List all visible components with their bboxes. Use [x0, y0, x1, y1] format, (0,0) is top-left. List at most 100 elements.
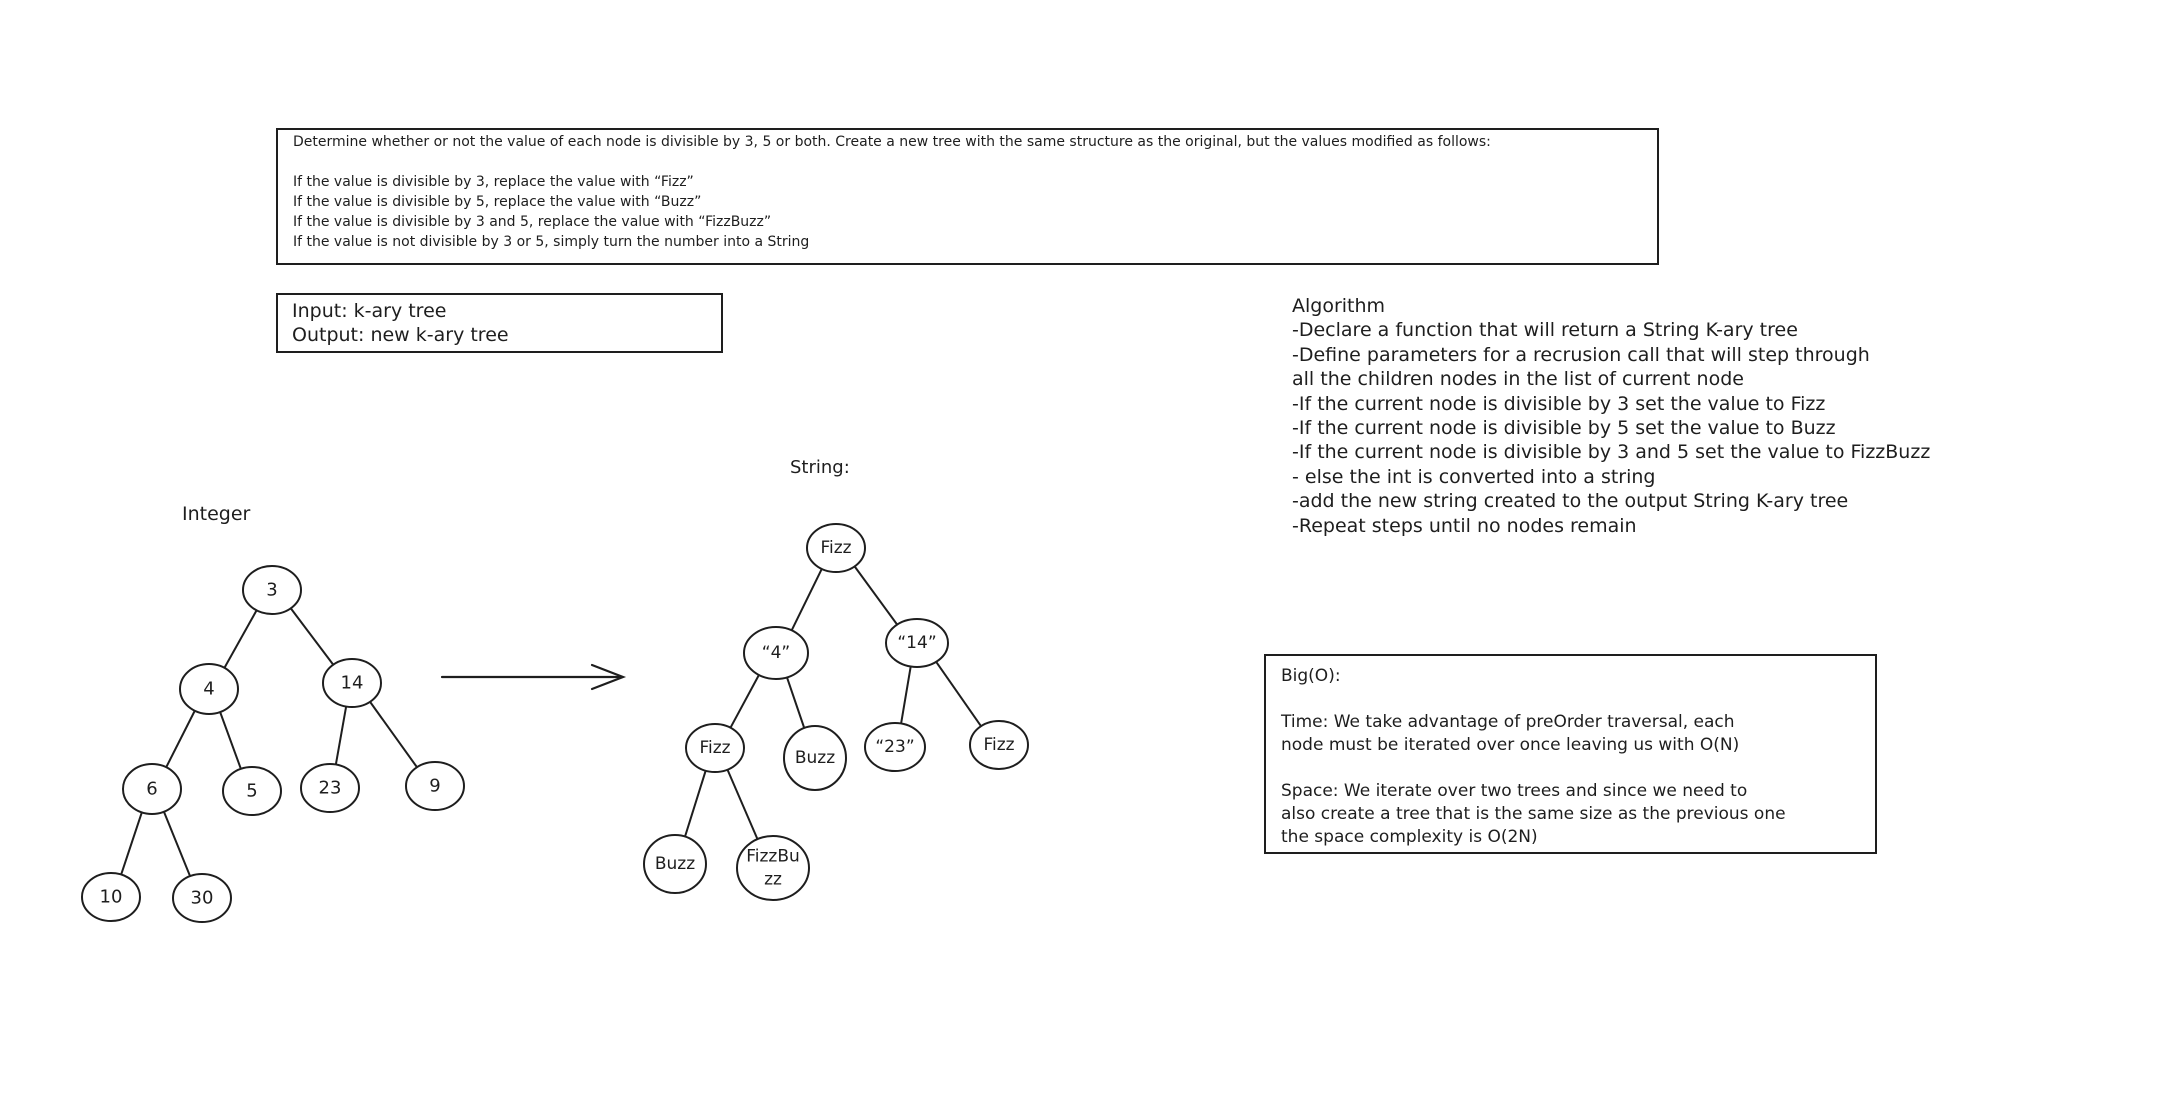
space-complexity-line: the space complexity is O(2N) — [1281, 827, 1538, 847]
algorithm-title: Algorithm — [1292, 295, 1386, 317]
integer-tree-node: 9 — [405, 761, 465, 811]
integer-tree-node-label: 10 — [100, 887, 123, 908]
algorithm-step: all the children nodes in the list of cu… — [1292, 368, 1744, 391]
string-tree-node-label: FizzBu — [746, 847, 800, 867]
string-tree-node-circle — [806, 523, 866, 573]
string-tree-node-circle — [685, 723, 745, 773]
integer-tree-node-label: 6 — [146, 779, 157, 800]
integer-tree-node: 23 — [300, 763, 360, 813]
algorithm-step: -If the current node is divisible by 3 s… — [1292, 392, 1826, 415]
rule-fizzbuzz: If the value is divisible by 3 and 5, re… — [293, 214, 772, 230]
string-tree-node-label: “4” — [762, 643, 790, 663]
algorithm-step: - else the int is converted into a strin… — [1292, 465, 1656, 488]
algorithm-step: -If the current node is divisible by 5 s… — [1292, 417, 1836, 440]
integer-tree-node-label: 30 — [191, 888, 214, 909]
string-tree-node-circle — [743, 626, 809, 680]
integer-tree-node-circle — [300, 763, 360, 813]
string-tree-edge — [853, 564, 899, 627]
integer-tree-node-circle — [179, 663, 239, 715]
rule-buzz: If the value is divisible by 5, replace … — [293, 194, 702, 210]
algorithm-section: Algorithm -Declare a function that will … — [1292, 294, 1930, 538]
integer-tree-node-circle — [172, 873, 232, 923]
integer-tree-edge — [218, 710, 243, 771]
time-complexity-line: node must be iterated over once leaving … — [1281, 735, 1740, 755]
integer-tree-node-circle — [222, 766, 282, 816]
string-tree-edge — [729, 673, 761, 730]
integer-tree-edge — [119, 810, 144, 876]
rule-string: If the value is not divisible by 3 or 5,… — [293, 234, 810, 250]
algorithm-step: -If the current node is divisible by 3 a… — [1292, 441, 1931, 464]
algorithm-step: -Declare a function that will return a S… — [1292, 319, 1798, 342]
input-text: Input: k-ary tree — [292, 300, 447, 322]
string-tree-node-label: zz — [764, 869, 782, 889]
string-tree-node: “23” — [864, 722, 926, 772]
integer-tree-node: 4 — [179, 663, 239, 715]
integer-tree-edge — [289, 606, 335, 667]
algorithm-step: -Define parameters for a recrusion call … — [1292, 343, 1870, 366]
string-tree-node-circle — [969, 720, 1029, 770]
integer-tree-edge — [164, 709, 197, 769]
string-tree-node: Fizz — [685, 723, 745, 773]
algorithm-step: -add the new string created to the outpu… — [1292, 490, 1849, 513]
integer-tree-node-label: 5 — [246, 781, 257, 802]
string-tree-node: “4” — [743, 626, 809, 680]
space-complexity-line: also create a tree that is the same size… — [1281, 804, 1786, 824]
integer-tree-node-circle — [322, 658, 382, 708]
string-tree-node-label: Fizz — [820, 538, 851, 558]
string-tree-node-label: Buzz — [655, 854, 695, 874]
integer-tree-node: 30 — [172, 873, 232, 923]
input-output-box: Input: k-ary tree Output: new k-ary tree — [276, 293, 723, 353]
integer-tree-node-label: 14 — [341, 673, 364, 694]
integer-tree-node: 3 — [242, 565, 302, 615]
string-tree-node: FizzBuzz — [736, 835, 810, 901]
algorithm-step: -Repeat steps until no nodes remain — [1292, 514, 1637, 537]
string-tree-edge — [683, 769, 707, 839]
integer-tree-edge — [222, 608, 259, 670]
string-tree-edge — [785, 675, 806, 730]
string-tree-node-label: Fizz — [983, 735, 1014, 755]
string-tree-node: “14” — [885, 618, 949, 668]
integer-tree-node-circle — [242, 565, 302, 615]
string-tree-edge — [726, 768, 760, 842]
rule-fizz: If the value is divisible by 3, replace … — [293, 174, 694, 190]
integer-tree-node-label: 3 — [266, 580, 277, 601]
integer-tree-node-circle — [81, 872, 141, 922]
big-o-title: Big(O): — [1281, 666, 1341, 686]
string-tree-node-label: “14” — [897, 633, 936, 653]
integer-tree-node: 10 — [81, 872, 141, 922]
string-tree-node: Fizz — [969, 720, 1029, 770]
string-tree-label: String: — [790, 457, 850, 478]
transform-arrow — [440, 663, 627, 691]
integer-tree-edge — [162, 810, 192, 878]
string-tree-node-label: Fizz — [699, 738, 730, 758]
integer-tree-node: 14 — [322, 658, 382, 708]
integer-tree-edge — [334, 705, 348, 766]
integer-tree-node-circle — [405, 761, 465, 811]
big-o-box: Big(O): Time: We take advantage of preOr… — [1264, 654, 1877, 854]
string-tree-node-circle — [783, 725, 847, 791]
integer-tree: 3 4 14 6 5 23 9 10 30 — [81, 565, 465, 923]
string-tree-edge — [899, 665, 912, 725]
problem-intro: Determine whether or not the value of ea… — [293, 134, 1491, 150]
integer-tree-node-circle — [122, 763, 182, 815]
time-complexity-line: Time: We take advantage of preOrder trav… — [1281, 712, 1735, 732]
integer-tree-edge — [368, 700, 419, 769]
string-tree-node: Buzz — [783, 725, 847, 791]
string-tree-edge — [790, 567, 824, 632]
string-tree-node-label: Buzz — [795, 748, 835, 768]
integer-tree-node-label: 9 — [429, 776, 440, 797]
string-tree-node: Fizz — [806, 523, 866, 573]
string-tree-node: Buzz — [643, 834, 707, 894]
string-tree-node-circle — [864, 722, 926, 772]
integer-tree-label: Integer — [182, 503, 251, 525]
integer-tree-node-label: 4 — [203, 679, 214, 700]
string-tree-node-circle — [736, 835, 810, 901]
string-tree-node-label: “23” — [875, 737, 914, 757]
string-tree-node-circle — [885, 618, 949, 668]
problem-statement-box: Determine whether or not the value of ea… — [276, 128, 1659, 265]
space-complexity-line: Space: We iterate over two trees and sin… — [1281, 781, 1748, 801]
integer-tree-node: 6 — [122, 763, 182, 815]
string-tree-node-circle — [643, 834, 707, 894]
